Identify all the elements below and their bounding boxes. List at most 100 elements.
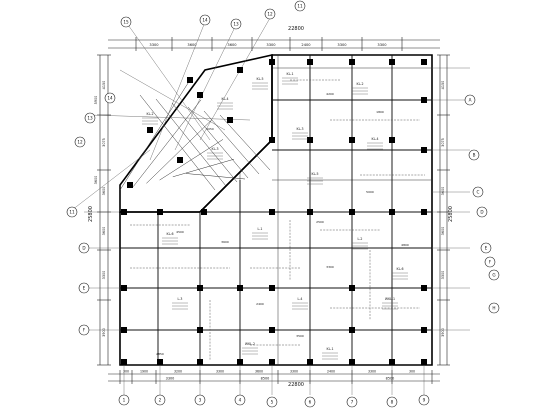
beam-tag: KL-4 bbox=[222, 97, 229, 101]
axis-bubble bbox=[84, 112, 96, 124]
diag-grid-se bbox=[155, 98, 227, 187]
bottom-sub-label: 3300 bbox=[166, 377, 175, 381]
top-span-label: 3300 bbox=[377, 43, 387, 47]
axis-bubble-label: 15 bbox=[123, 20, 129, 25]
column bbox=[421, 59, 427, 65]
column bbox=[237, 67, 243, 73]
column bbox=[421, 147, 427, 153]
beam-tag: L-4 bbox=[298, 297, 303, 301]
axis-bubble-label: 5 bbox=[271, 400, 274, 405]
axis-bubble bbox=[266, 396, 278, 408]
axis-bubble bbox=[120, 16, 132, 28]
axis-bubble bbox=[264, 8, 276, 20]
diag-grid-ne bbox=[133, 99, 202, 187]
diag-axis-extension bbox=[174, 24, 237, 151]
axis-bubble bbox=[488, 269, 500, 281]
column bbox=[157, 359, 163, 365]
dimension-tag: 1800 bbox=[376, 110, 384, 114]
column bbox=[121, 359, 127, 365]
column bbox=[389, 359, 395, 365]
axis-bubble-label: G bbox=[492, 273, 495, 278]
beam-tag: KL-1 bbox=[287, 72, 294, 76]
beam-tag: KL-1 bbox=[327, 347, 334, 351]
column bbox=[147, 127, 153, 133]
column bbox=[237, 359, 243, 365]
axis-bubble-label: D bbox=[480, 210, 483, 215]
column bbox=[421, 209, 427, 215]
column bbox=[269, 327, 275, 333]
axis-bubble-label: F bbox=[489, 260, 492, 265]
axis-bubble-label: 14 bbox=[107, 96, 113, 101]
column bbox=[349, 359, 355, 365]
top-span-label: 3300 bbox=[149, 43, 159, 47]
diag-axis-extension bbox=[125, 21, 211, 141]
axis-bubble-label: 11 bbox=[297, 4, 303, 9]
axis-bubble-label: 13 bbox=[87, 116, 93, 121]
left-span-label: 3600 bbox=[102, 187, 106, 196]
bottom-total-dimension: 22800 bbox=[288, 382, 304, 388]
diag-grid-se bbox=[187, 106, 249, 179]
dimension-tag: 2500 bbox=[316, 220, 324, 224]
right-span-label: 3600 bbox=[441, 227, 445, 236]
beam-tag: KL-6 bbox=[397, 267, 404, 271]
column bbox=[121, 285, 127, 291]
axis-bubble-label: 13 bbox=[233, 22, 239, 27]
column bbox=[389, 59, 395, 65]
left-span-label: 3900 bbox=[102, 328, 106, 337]
axis-bubble-label: D bbox=[82, 246, 85, 251]
left-span-label: 4150 bbox=[102, 81, 106, 90]
axis-bubble-label: 12 bbox=[77, 140, 83, 145]
axis-bubble bbox=[472, 186, 484, 198]
axis-bubble bbox=[464, 94, 476, 106]
dimension-tag: 4500 bbox=[176, 230, 184, 234]
column bbox=[201, 209, 207, 215]
axis-bubble bbox=[78, 242, 90, 254]
right-span-label: 3075 bbox=[441, 138, 445, 147]
column bbox=[307, 59, 313, 65]
diag-axis-extension bbox=[149, 21, 206, 161]
column bbox=[307, 209, 313, 215]
axis-bubble-label: 2 bbox=[159, 398, 162, 403]
left-total-dimension: 25800 bbox=[88, 206, 94, 222]
diag-grid-ne bbox=[146, 119, 213, 184]
axis-bubble bbox=[294, 0, 306, 12]
column bbox=[421, 97, 427, 103]
column bbox=[157, 209, 163, 215]
right-span-label: 3300 bbox=[441, 271, 445, 280]
column bbox=[349, 59, 355, 65]
axis-bubble bbox=[386, 396, 398, 408]
diag-axis-extension bbox=[71, 149, 151, 211]
diag-grid-ne bbox=[119, 79, 191, 191]
structural-grid bbox=[84, 54, 470, 395]
column bbox=[197, 359, 203, 365]
left-span-label: 3600 bbox=[102, 227, 106, 236]
column bbox=[349, 285, 355, 291]
axis-bubble-label: B bbox=[473, 153, 476, 158]
diag-grid-se bbox=[171, 102, 238, 183]
bottom-sub-label: 8500 bbox=[261, 377, 270, 381]
dimension-tag: 4200 bbox=[326, 92, 334, 96]
column bbox=[177, 157, 183, 163]
right-span-label: 3600 bbox=[441, 187, 445, 196]
column bbox=[349, 209, 355, 215]
axis-bubble-label: C bbox=[477, 190, 480, 195]
axis-bubble bbox=[484, 256, 496, 268]
beam-layout bbox=[120, 55, 432, 365]
dimension-tag: 4800 bbox=[401, 243, 409, 247]
column bbox=[197, 92, 203, 98]
axis-bubble bbox=[154, 394, 166, 406]
axis-bubble bbox=[118, 394, 130, 406]
diag-grid-se bbox=[219, 114, 271, 171]
dimension-tag: 3600 bbox=[221, 240, 229, 244]
axis-bubble-label: E bbox=[485, 246, 488, 251]
beam-tag: KL-4 bbox=[372, 137, 379, 141]
top-span-label: 3600 bbox=[187, 43, 197, 47]
beam-tag: WKL-2 bbox=[245, 342, 255, 346]
diag-grid-se bbox=[139, 94, 216, 191]
beam-tag: KL-5 bbox=[257, 77, 264, 81]
